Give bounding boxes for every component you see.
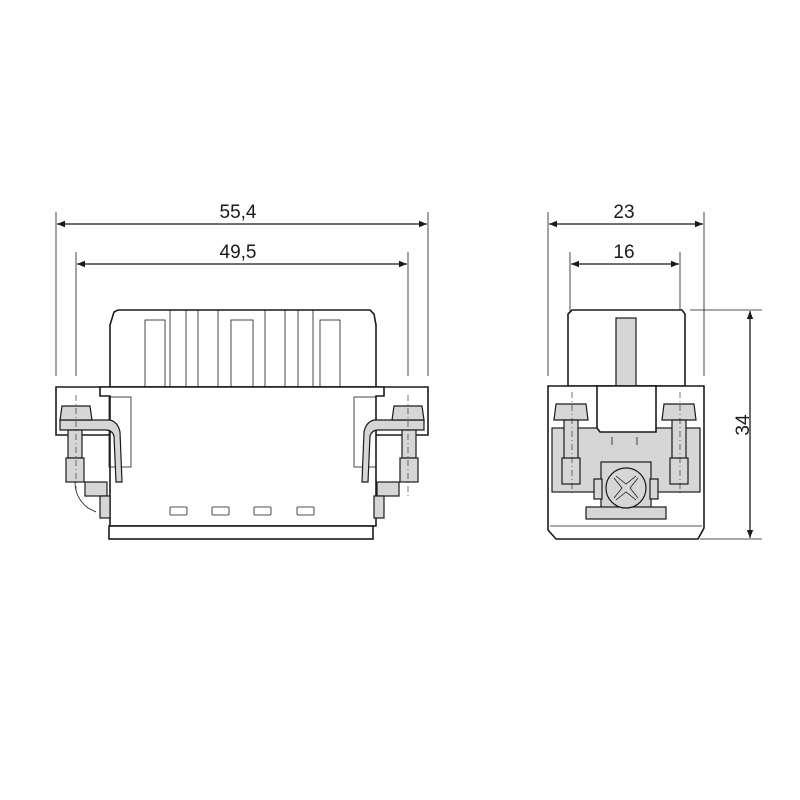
clamp-screw — [605, 467, 647, 509]
slot — [211, 506, 230, 516]
hood — [109, 309, 377, 388]
left-screw — [59, 395, 123, 519]
dim-label-34: 34 — [733, 414, 754, 436]
side-view: 23 16 34 — [547, 202, 762, 540]
right-screw — [361, 395, 425, 519]
slot — [296, 506, 315, 516]
dim-label-23: 23 — [613, 202, 634, 223]
front-view: 55,4 49,5 — [55, 202, 429, 540]
dim-label-55-4: 55,4 — [220, 202, 257, 223]
slot — [169, 506, 188, 516]
dim-label-49-5: 49,5 — [220, 242, 257, 263]
bottom-rail — [108, 525, 374, 540]
slot — [253, 506, 272, 516]
dim-label-16: 16 — [613, 242, 634, 263]
